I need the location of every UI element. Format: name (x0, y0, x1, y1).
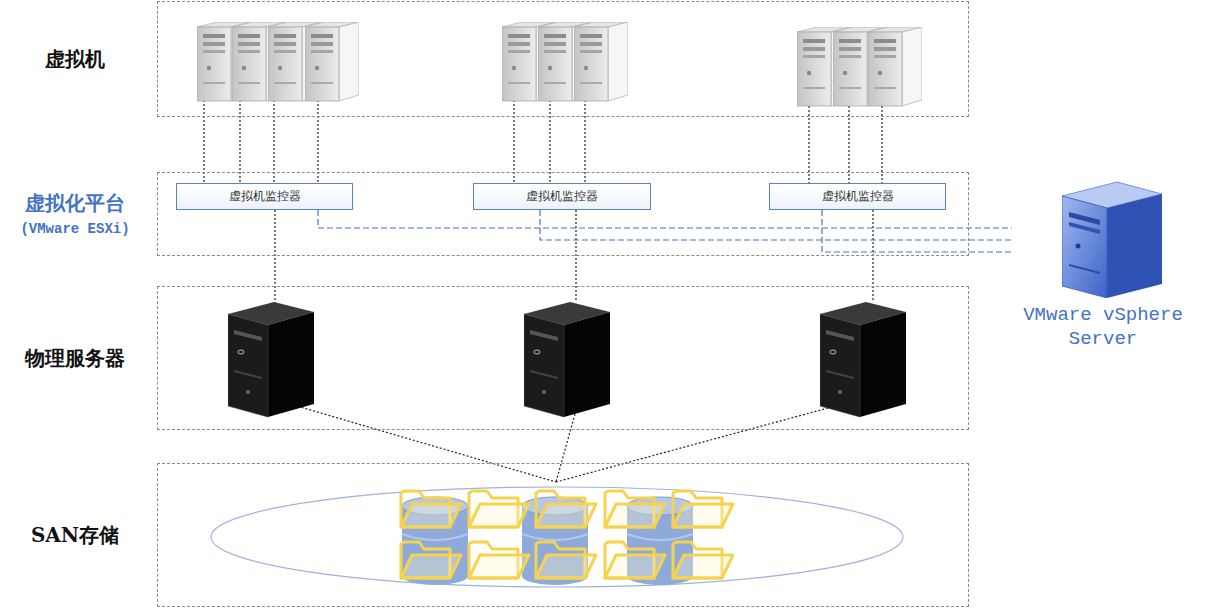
band-label-area: 虚拟化平台 (VMware ESXi) (0, 172, 150, 256)
layer-band: 物理服务器 (0, 286, 969, 430)
management-link (540, 210, 1012, 240)
band-label-area: 物理服务器 (0, 286, 150, 430)
layer-band: 虚拟机 (0, 1, 969, 117)
virtual-machines (197, 22, 922, 106)
hypervisor-label: 虚拟机监控器 (526, 188, 598, 205)
band-border (157, 286, 969, 430)
hypervisor-label: 虚拟机监控器 (822, 188, 894, 205)
hypervisor-box: 虚拟机监控器 (176, 183, 353, 210)
physical-servers (228, 302, 906, 417)
layer-band: 虚拟化平台 (VMware ESXi) 虚拟机监控器 虚拟机监控器 虚拟机监控器 (0, 172, 969, 256)
layer-subtitle: (VMware ESXi) (20, 221, 129, 237)
layer-title: 虚拟化平台 (25, 191, 125, 215)
layer-title: 虚拟机 (45, 47, 105, 71)
band-border (157, 1, 969, 117)
san-storage (211, 487, 903, 587)
server-icon (1062, 176, 1162, 298)
layer-band: SAN存储 (0, 463, 969, 607)
hypervisor-box: 虚拟机监控器 (769, 183, 946, 210)
band-label-area: 虚拟机 (0, 1, 150, 117)
hypervisor-box: 虚拟机监控器 (473, 183, 651, 210)
vm-links (204, 92, 882, 482)
layer-title: 物理服务器 (25, 346, 125, 370)
server-label: VMware vSphere Server (1012, 304, 1194, 352)
band-label-area: SAN存储 (0, 463, 150, 607)
management-link (822, 210, 1012, 252)
hypervisor-label: 虚拟机监控器 (229, 188, 301, 205)
management-link (318, 210, 1012, 228)
layer-title: SAN存储 (31, 523, 119, 547)
band-border (157, 463, 969, 607)
vsphere-server: VMware vSphere Server (1012, 176, 1194, 356)
